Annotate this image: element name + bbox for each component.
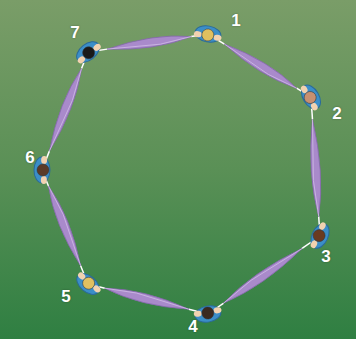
person-head: [37, 164, 49, 176]
purple-streamer: [224, 44, 296, 88]
person-head: [80, 44, 97, 61]
streamer-fold: [224, 248, 302, 303]
person-head: [311, 228, 327, 244]
callout-number: 4: [188, 318, 197, 335]
purple-streamer: [48, 186, 80, 266]
person-hand: [213, 34, 222, 41]
streamer-fold: [105, 288, 189, 309]
person-body: [194, 304, 222, 324]
callout-number: 5: [61, 288, 70, 305]
person-figure: [72, 269, 104, 299]
person-body: [73, 269, 103, 298]
person-hand: [193, 31, 202, 38]
purple-streamer: [49, 69, 81, 152]
person-head: [201, 28, 215, 42]
purple-streamer: [224, 248, 302, 303]
purple-streamer: [105, 288, 189, 309]
person-figure: [193, 24, 223, 45]
person-hand: [193, 310, 202, 317]
streamer-fold: [107, 37, 191, 50]
person-head: [201, 306, 215, 320]
callout-number: 2: [332, 105, 341, 122]
callout-number: 7: [70, 24, 79, 41]
person-body: [298, 82, 325, 113]
purple-streamer: [107, 36, 191, 49]
person-hand: [41, 156, 47, 164]
person-head: [302, 89, 318, 105]
purple-streamer: [311, 119, 321, 216]
streamer-fold: [312, 119, 318, 216]
person-body: [194, 24, 222, 44]
streamer-fold: [49, 69, 81, 152]
person-hand: [41, 176, 47, 184]
streamer-fold: [48, 186, 80, 266]
person-hand: [213, 307, 222, 314]
person-figure: [72, 37, 104, 67]
person-figure: [34, 156, 50, 184]
person-body: [34, 157, 50, 183]
streamer-fold: [224, 44, 296, 88]
person-figure: [297, 81, 325, 113]
person-body: [73, 38, 103, 67]
callout-number: 1: [231, 12, 240, 29]
person-head: [80, 275, 97, 292]
callout-number: 3: [321, 248, 330, 265]
callout-number: 6: [25, 149, 34, 166]
